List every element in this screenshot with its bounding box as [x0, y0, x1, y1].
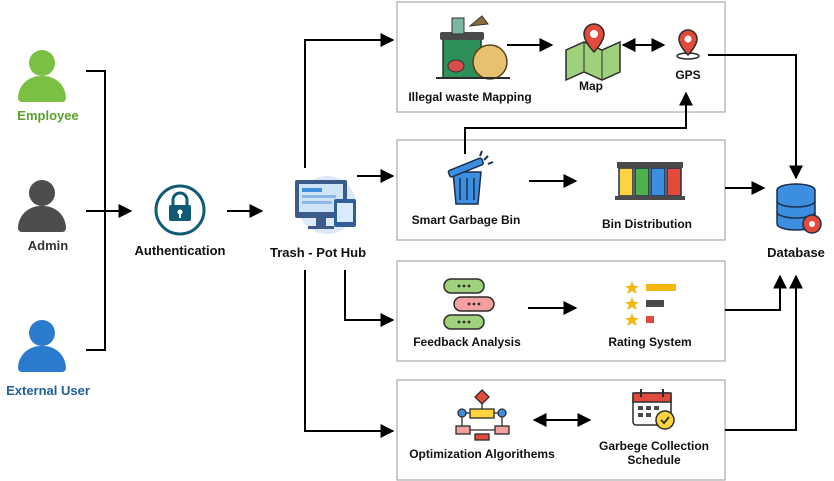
inner-flow-arrows — [464, 38, 693, 427]
schedule-label-line2: Schedule — [627, 453, 681, 468]
gps-label: GPS — [675, 68, 701, 82]
star-rating-icon — [625, 281, 676, 326]
overflowing-trash-icon — [436, 15, 510, 80]
calendar-check-icon — [632, 389, 675, 430]
schedule-label-line1: Garbege Collection — [598, 439, 710, 453]
optimization-algorithms-label: Optimization Algorithems — [409, 447, 555, 461]
bin-distribution-label: Bin Distribution — [602, 217, 692, 231]
database-connectors — [708, 54, 803, 431]
trash-bin-icon — [447, 150, 494, 205]
database-label: Database — [767, 245, 825, 260]
actor-bracket-connector — [86, 70, 133, 351]
recycling-bins-icon — [615, 162, 685, 200]
external-user-label: External User — [6, 383, 90, 398]
flowchart-icon — [455, 389, 510, 441]
section-box-illegal-waste — [396, 1, 726, 113]
smart-garbage-bin-label: Smart Garbage Bin — [411, 213, 521, 227]
map-pin-icon — [565, 23, 621, 82]
authentication-label: Authentication — [134, 243, 226, 258]
hub-branch-connectors — [304, 33, 395, 438]
feedback-analysis-label: Feedback Analysis — [413, 335, 521, 349]
map-label: Map — [579, 79, 603, 93]
location-pin-icon — [676, 29, 700, 60]
hub-label: Trash - Pot Hub — [269, 245, 367, 260]
database-gear-icon — [776, 183, 822, 234]
admin-label: Admin — [27, 238, 69, 253]
monitor-icon — [295, 176, 356, 234]
section-box-smart-bin — [396, 139, 726, 241]
rating-system-label: Rating System — [608, 335, 692, 349]
illegal-waste-mapping-label: Illegal waste Mapping — [408, 90, 532, 104]
garbage-collection-schedule-label: Garbege Collection Schedule — [599, 439, 709, 468]
employee-label: Employee — [17, 108, 79, 123]
chat-bubbles-icon — [443, 278, 495, 330]
lock-icon — [154, 184, 206, 236]
